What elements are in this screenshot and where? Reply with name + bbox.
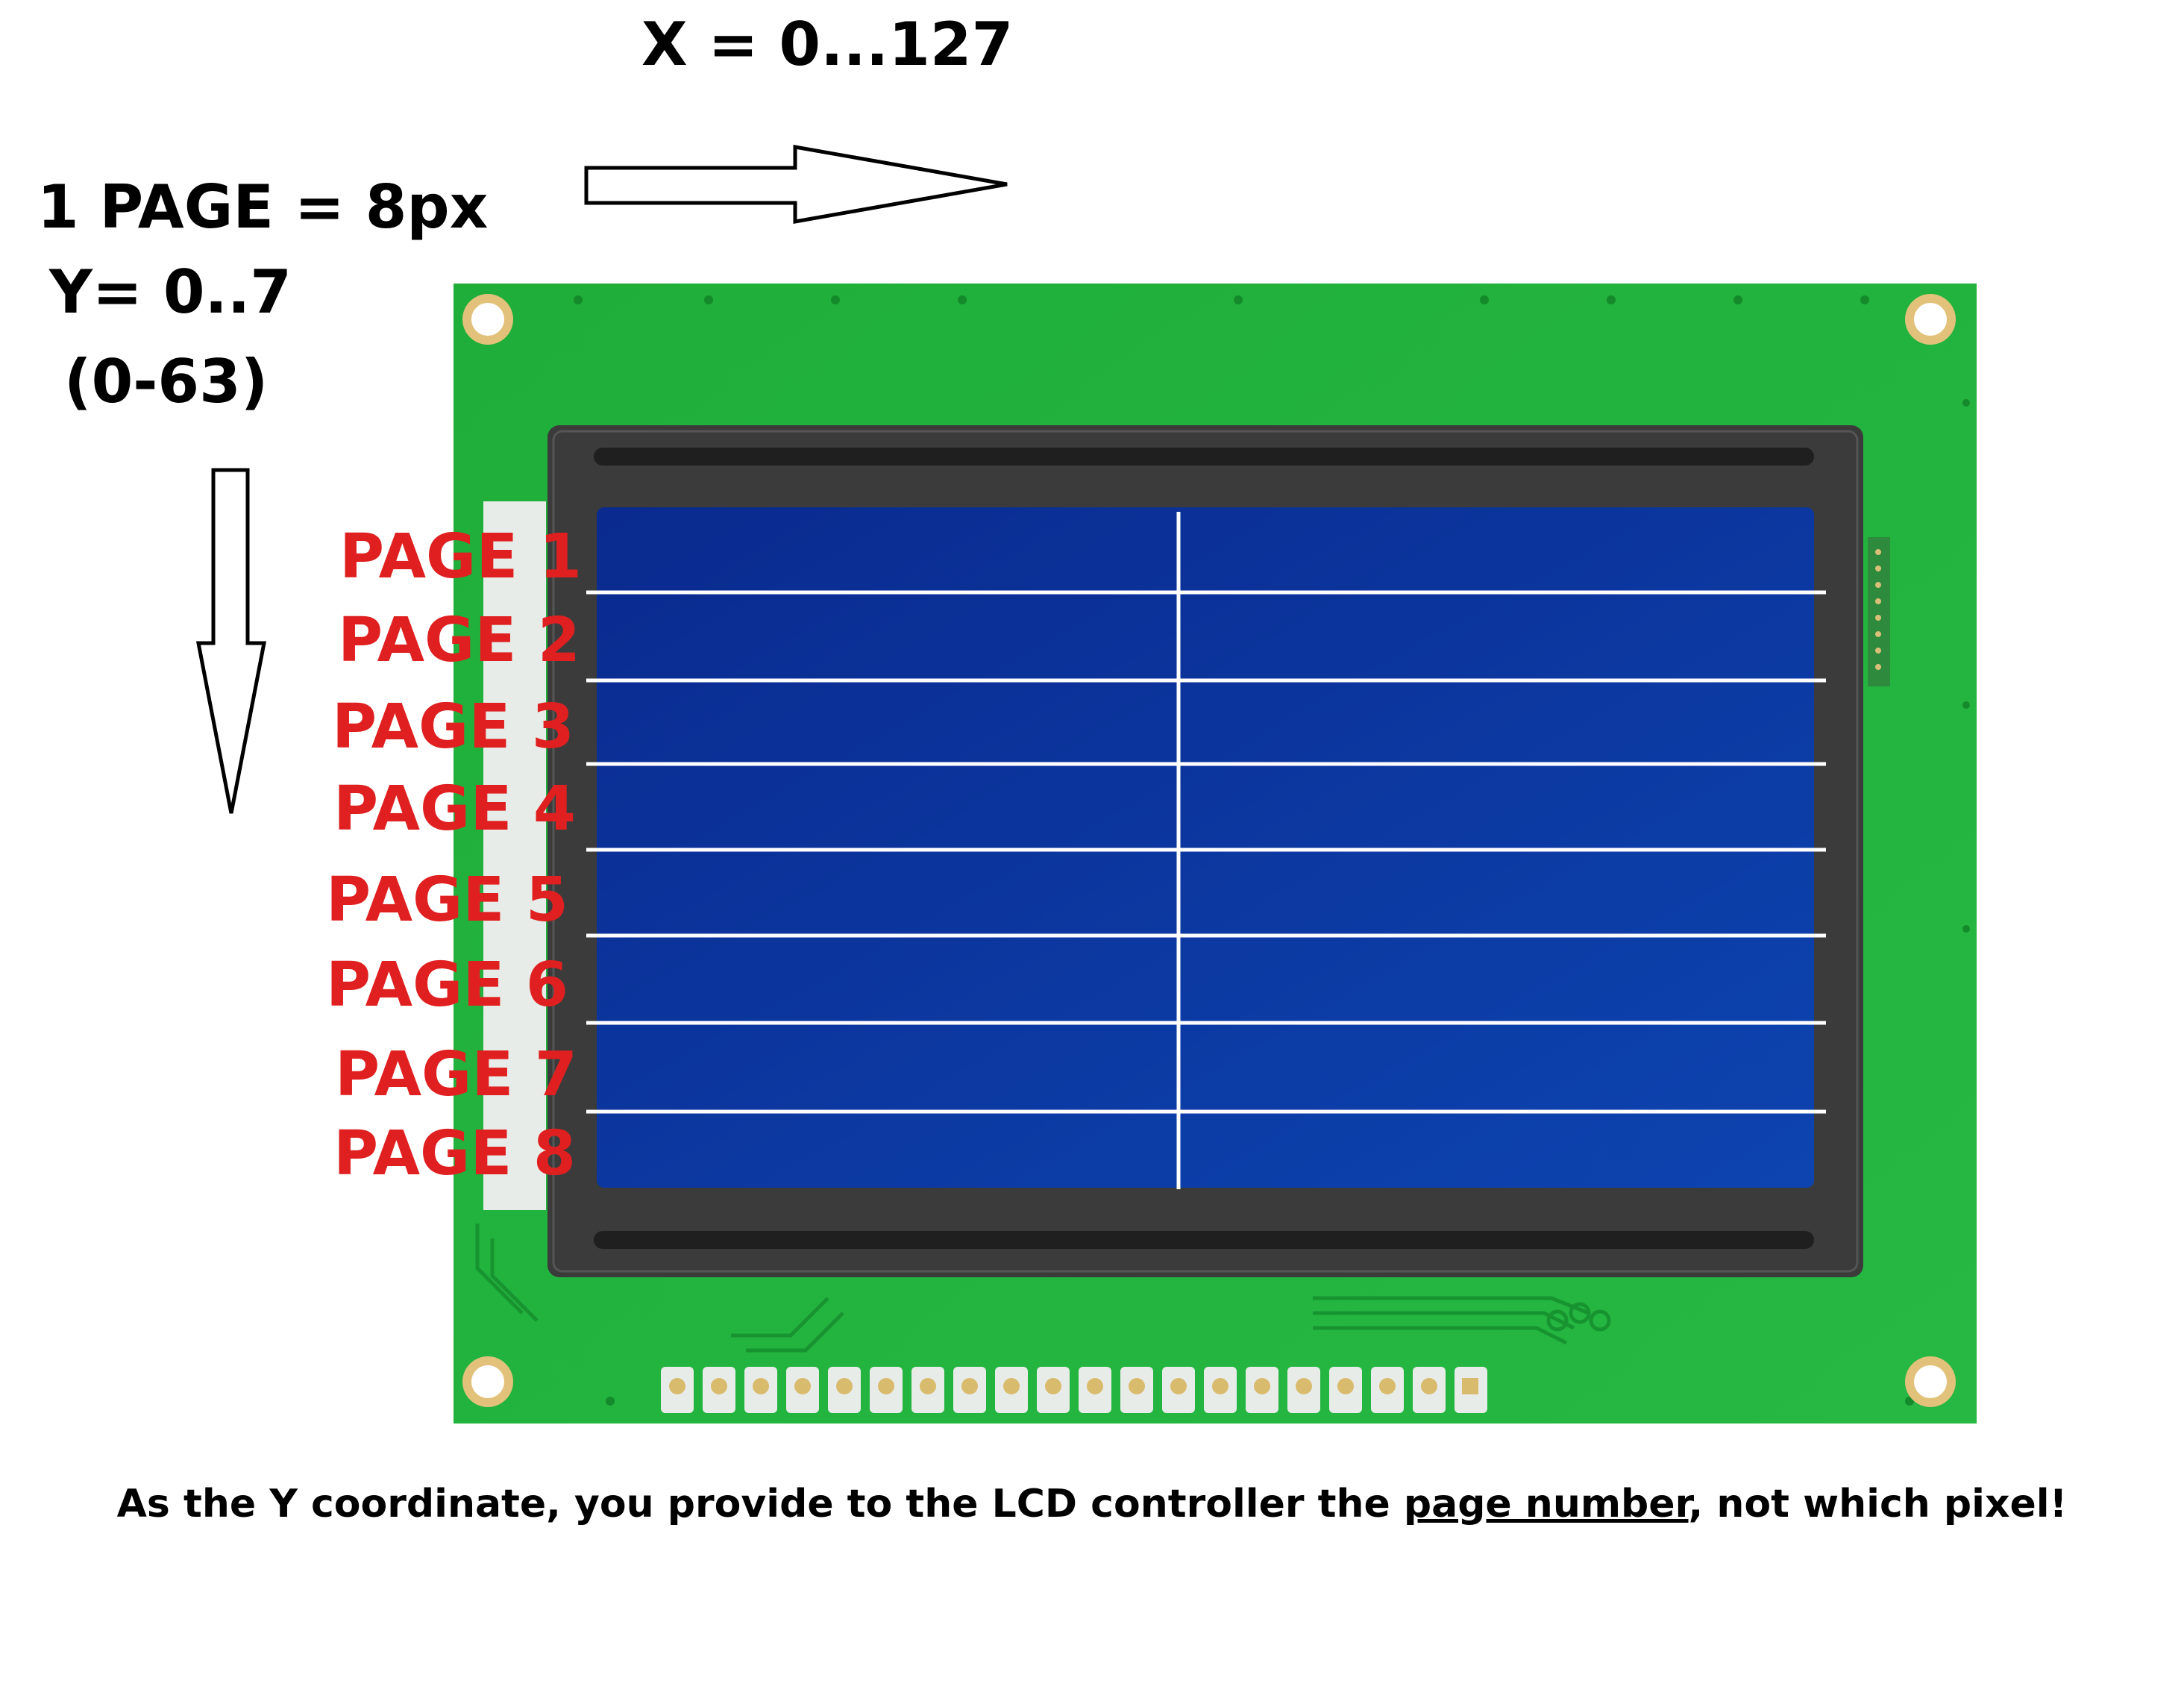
- y-direction-arrow: [198, 470, 264, 813]
- x-range-label: X = 0...127: [641, 15, 1013, 75]
- lcd-screen: [597, 507, 1814, 1188]
- page-label-1: PAGE 1: [339, 527, 582, 588]
- page-label-7: PAGE 7: [335, 1044, 577, 1106]
- caption-text-before: As the Y coordinate, you provide to the …: [117, 1482, 1404, 1526]
- page-label-5: PAGE 5: [326, 870, 568, 931]
- page-size-label: 1 PAGE = 8px: [37, 178, 488, 237]
- x-direction-arrow: [586, 147, 1007, 222]
- y-range-label: Y= 0..7: [49, 263, 292, 322]
- page-label-3: PAGE 3: [332, 697, 574, 758]
- page-label-2: PAGE 2: [338, 610, 580, 671]
- page-label-8: PAGE 8: [333, 1124, 576, 1185]
- caption: As the Y coordinate, you provide to the …: [0, 1485, 2184, 1523]
- page-label-6: PAGE 6: [326, 955, 568, 1016]
- page-label-4: PAGE 4: [333, 779, 576, 840]
- caption-text-after: , not which pixel!: [1689, 1482, 2068, 1526]
- caption-underlined: page number: [1404, 1482, 1689, 1526]
- y-pixel-range-label: (0-63): [64, 352, 268, 412]
